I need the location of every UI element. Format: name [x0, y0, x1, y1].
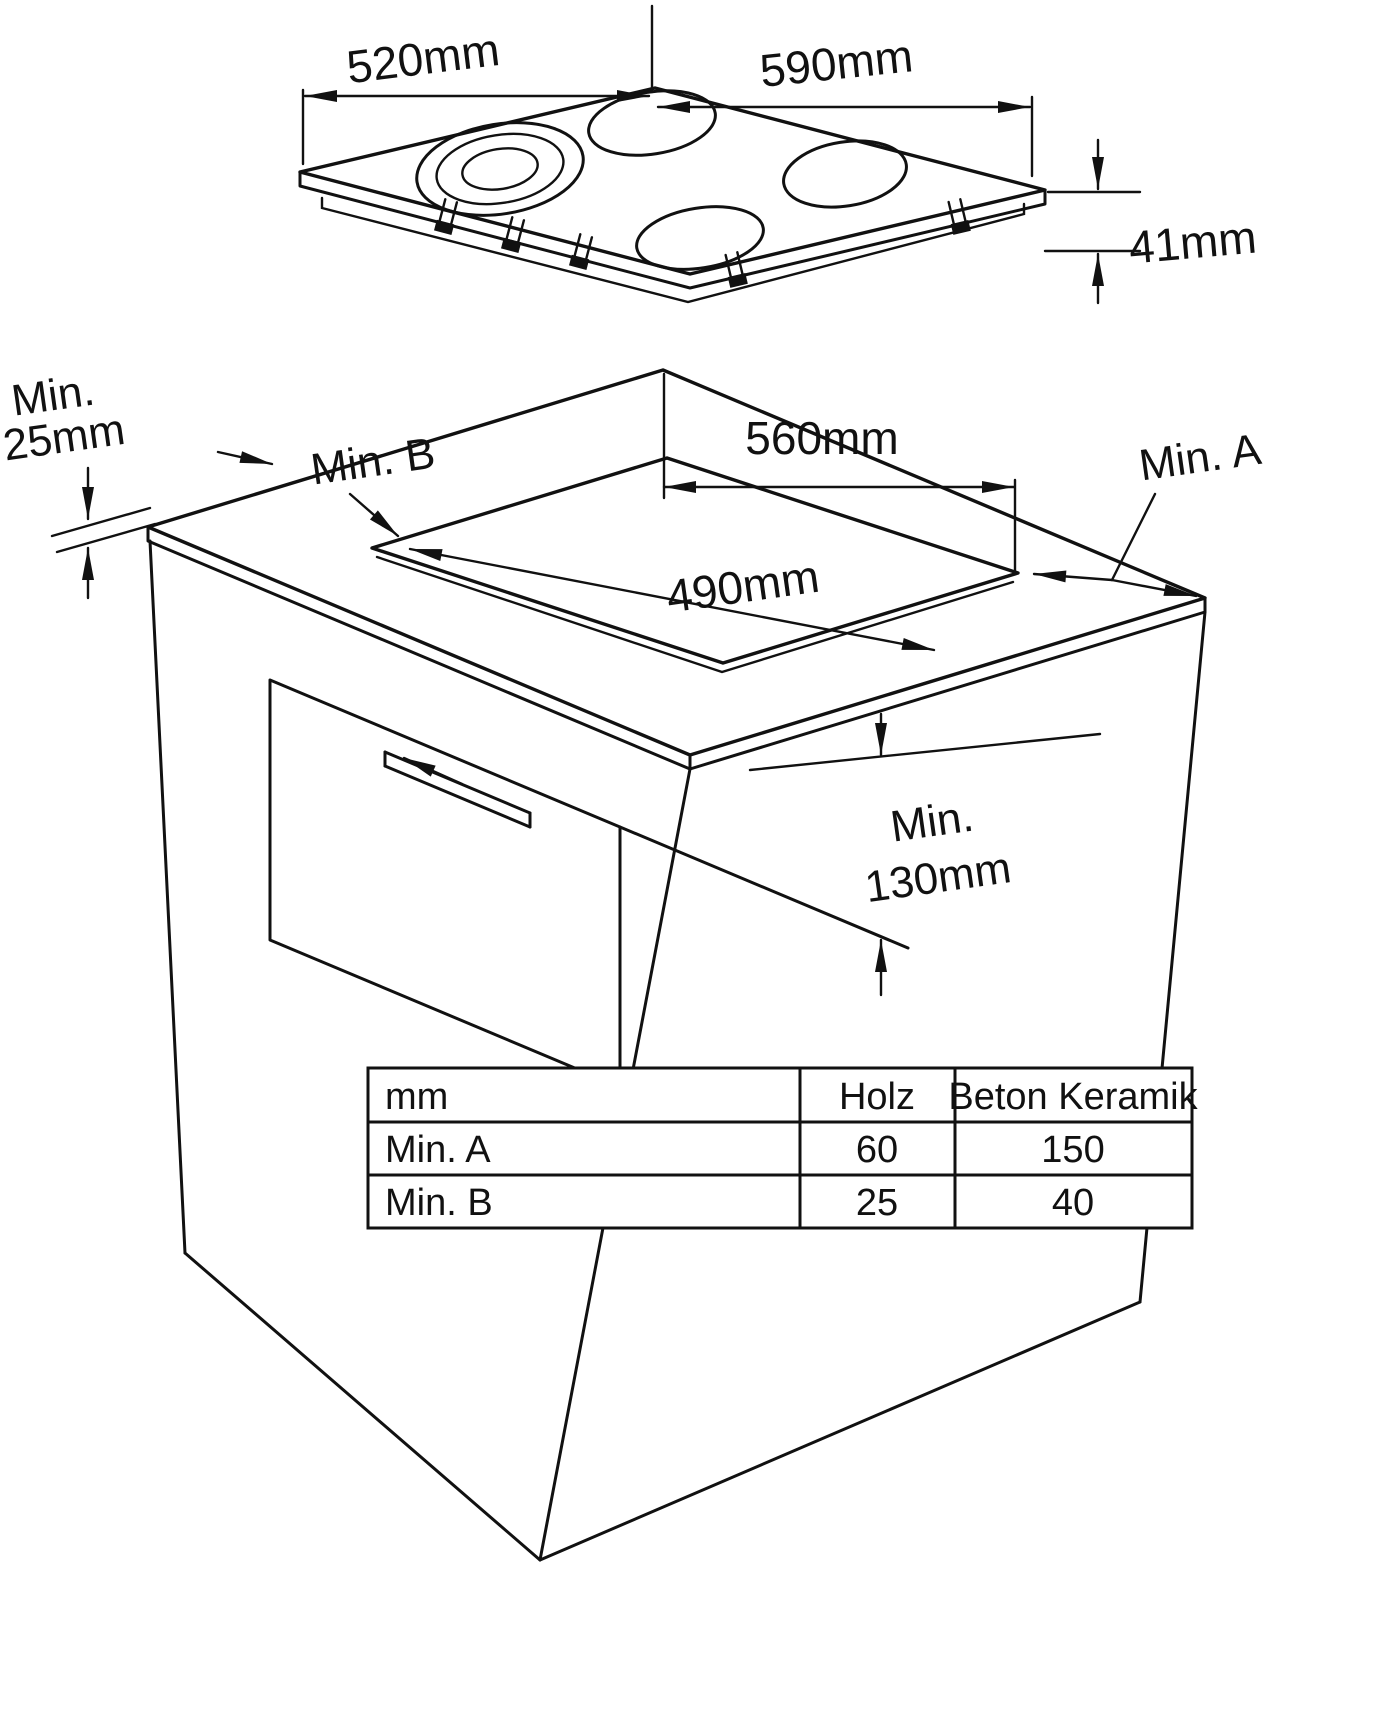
- drawer-handle: [383, 750, 532, 829]
- dimension-label: Min. A: [1136, 425, 1265, 491]
- mounting-clamp: [569, 233, 594, 270]
- dimension-label-line1: Min.: [887, 792, 976, 852]
- table-border: [366, 1066, 1194, 1230]
- dimension-cutout-width: 560mm: [662, 372, 1017, 576]
- extension-line: [50, 506, 152, 538]
- leader-line: [1110, 492, 1157, 582]
- cabinet-view: Min. 25mm Min. B 560mm 490mm Min. A: [0, 366, 1265, 1562]
- drawer-front: [268, 678, 910, 1089]
- table-cell-value: 25: [856, 1182, 898, 1224]
- dimension-arrow: [408, 547, 936, 652]
- spec-table: mm Holz Beton Keramik Min. A 60 150 Min.…: [366, 1066, 1199, 1230]
- dimension-label-line1: Min.: [8, 366, 97, 426]
- arrow-to-edge: [216, 450, 274, 466]
- table-cell-value: 40: [1052, 1182, 1094, 1224]
- burner-left-dual-zone: [415, 121, 585, 217]
- table-cell-value: 60: [856, 1129, 898, 1171]
- mounting-clamp: [434, 198, 459, 235]
- table-header-unit: mm: [385, 1076, 448, 1118]
- dimension-label: 41mm: [1127, 211, 1259, 274]
- body-bottom-right-edge: [538, 1300, 1142, 1562]
- dimension-label-line2: 130mm: [862, 843, 1014, 912]
- table-header-holz: Holz: [839, 1076, 915, 1118]
- cooktop-slab-edge: [298, 170, 1047, 290]
- cooktop-underbody-edge: [320, 196, 1026, 304]
- drawer-panel: [268, 678, 622, 1089]
- cooktop-view: 520mm 590mm 41mm: [298, 4, 1259, 305]
- mounting-clamp: [501, 216, 526, 253]
- arrow-to-cutout: [1032, 570, 1114, 583]
- dimension-label: 560mm: [745, 412, 898, 464]
- drawer-top-extension-line: [618, 825, 910, 950]
- cooktop-surface: [298, 86, 1047, 276]
- burner-right: [782, 139, 908, 209]
- table-cell-row-label: Min. A: [385, 1129, 491, 1171]
- handle-arrow: [402, 756, 464, 786]
- arrow-to-cutout: [348, 492, 400, 538]
- table-cell-value: 150: [1041, 1129, 1104, 1171]
- table-header-beton-keramik: Beton Keramik: [948, 1076, 1198, 1118]
- extension-line: [748, 732, 1102, 772]
- dimension-hob-height: 41mm: [1043, 138, 1259, 305]
- table-cell-row-label: Min. B: [385, 1182, 493, 1224]
- mounting-clamp: [724, 251, 748, 288]
- dimension-label: 520mm: [344, 23, 503, 93]
- dimension-worktop-thickness: Min. 25mm: [0, 366, 157, 600]
- dimension-label: 590mm: [757, 29, 915, 97]
- burner-front: [635, 205, 765, 271]
- body-bottom-front-edge: [183, 1251, 542, 1562]
- extension-line: [55, 522, 157, 554]
- dimension-clearance-below: Min. 130mm: [748, 712, 1102, 997]
- body-left-edge: [148, 539, 187, 1255]
- arrow-to-edge: [1110, 578, 1198, 598]
- mounting-clamp: [947, 198, 971, 235]
